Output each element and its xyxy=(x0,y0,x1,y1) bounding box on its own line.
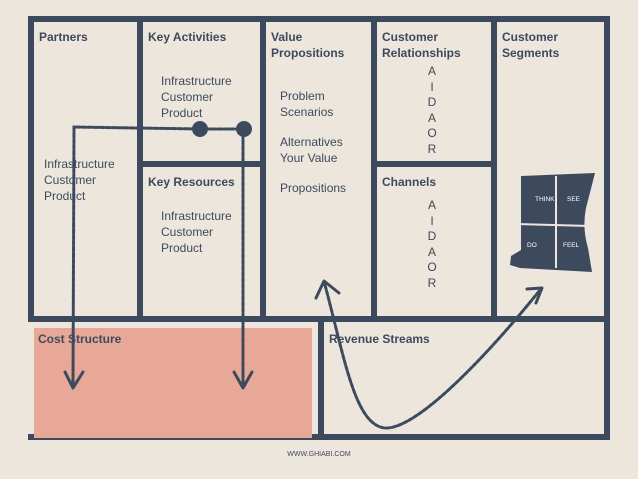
customer-relationships-title: Customer Relationships xyxy=(382,29,461,61)
aidaor-letter: O xyxy=(427,260,437,274)
value-propositions-block: Value Propositions Problem Scenarios Alt… xyxy=(266,22,371,316)
aidaor-letter: I xyxy=(430,79,434,94)
activity-cost-arrow-line xyxy=(198,127,245,385)
quadrant-see: SEE xyxy=(567,196,581,203)
customer-relationships-title-line: Relationships xyxy=(382,46,461,60)
aidaor-letter: A xyxy=(427,198,436,212)
aidaor-letter: I xyxy=(430,213,434,228)
arrowhead-down-icon xyxy=(63,370,85,390)
partners-item: Infrastructure xyxy=(44,157,115,171)
cost-structure-title: Cost Structure xyxy=(38,332,122,346)
customer-relationships-title-line: Customer xyxy=(382,30,439,44)
canvas-frame: Partners Infrastructure Customer Product… xyxy=(28,16,610,440)
aidaor-letter: O xyxy=(427,126,437,140)
customer-relationships-aidaor: A I D A O R xyxy=(425,64,439,157)
activity-cost-arrows xyxy=(71,125,245,385)
aidaor-letter: D xyxy=(427,95,437,109)
value-propositions-item: Problem xyxy=(280,89,325,103)
key-resources-item: Customer xyxy=(161,225,214,239)
value-propositions-title: Value Propositions xyxy=(271,29,344,61)
key-resources-title: Key Resources xyxy=(148,175,235,189)
key-activities-items: Infrastructure Customer Product xyxy=(161,73,232,121)
key-activities-item: Infrastructure xyxy=(161,74,232,88)
customer-segments-title-line: Customer xyxy=(502,30,559,44)
aidaor-letter: A xyxy=(427,244,436,259)
arrowhead-down-icon xyxy=(232,370,254,390)
value-propositions-title-line: Value xyxy=(271,30,303,44)
value-propositions-item: Propositions xyxy=(280,181,347,195)
key-resources-items: Infrastructure Customer Product xyxy=(161,208,232,256)
key-activities-item: Customer xyxy=(161,90,214,104)
customer-segments-title: Customer Segments xyxy=(502,29,559,61)
aidaor-letter: A xyxy=(427,64,436,78)
partners-title: Partners xyxy=(39,30,88,44)
footer-url: WWW.GHIABI.COM xyxy=(287,451,351,458)
value-propositions-item: Your Value xyxy=(280,151,338,165)
key-resources-item: Infrastructure xyxy=(161,209,232,223)
revenue-curve-arrow xyxy=(323,283,542,430)
customer-relationships-block: Customer Relationships A I D A O R xyxy=(377,22,491,161)
cost-structure-block: Cost Structure xyxy=(28,322,318,438)
channels-block: Channels A I D A O R xyxy=(377,167,491,316)
arrowheads xyxy=(63,370,254,390)
key-activities-title: Key Activities xyxy=(148,30,227,44)
activity-dot xyxy=(192,121,208,137)
aidaor-letter: D xyxy=(427,229,437,243)
quadrant-do: DO xyxy=(527,242,537,249)
channels-aidaor: A I D A O R xyxy=(425,198,439,291)
arrowhead-up-icon xyxy=(314,279,341,300)
key-resources-item: Product xyxy=(161,241,203,255)
cost-structure-highlight xyxy=(34,328,312,438)
quadrant-think: THINK xyxy=(535,196,555,203)
arrowhead-up-right-icon xyxy=(525,286,544,305)
channels-title: Channels xyxy=(382,175,437,189)
value-propositions-item: Alternatives xyxy=(280,135,343,149)
key-activities-block: Key Activities Infrastructure Customer P… xyxy=(143,22,260,161)
revenue-streams-title: Revenue Streams xyxy=(329,332,430,346)
empathy-map-figure: THINK SEE DO FEEL xyxy=(510,173,595,272)
aidaor-letter: R xyxy=(427,141,437,156)
value-propositions-items: Problem Scenarios Alternatives Your Valu… xyxy=(280,88,346,196)
quadrant-feel: FEEL xyxy=(563,242,580,249)
aidaor-letter: A xyxy=(427,110,436,125)
value-propositions-item: Scenarios xyxy=(280,105,334,119)
customer-segments-title-line: Segments xyxy=(502,46,560,60)
partners-item: Customer xyxy=(44,173,97,187)
value-propositions-title-line: Propositions xyxy=(271,46,345,60)
empathy-head-icon xyxy=(510,173,595,272)
key-activities-item: Product xyxy=(161,106,203,120)
key-resources-block: Key Resources Infrastructure Customer Pr… xyxy=(143,167,260,316)
partner-cost-arrow-line xyxy=(71,125,202,385)
activity-dot xyxy=(236,121,252,137)
aidaor-letter: R xyxy=(427,275,437,290)
